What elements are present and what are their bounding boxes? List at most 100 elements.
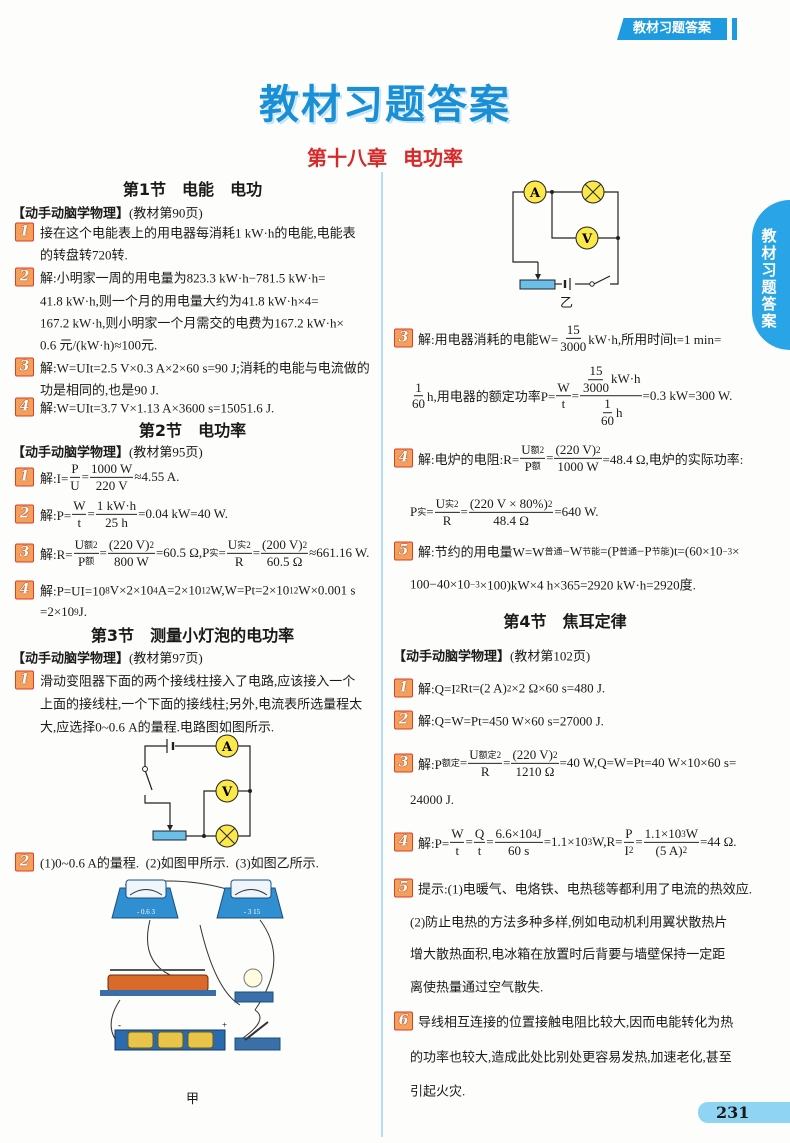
header-tab: 教材习题答案 [617, 18, 727, 40]
source-bracket: 【动手动脑学物理】 [12, 445, 130, 461]
text-run: h,用电器的额定功率P= [427, 389, 556, 405]
section-title-1: 第1节电能电功 [10, 176, 375, 200]
apparatus-illustration: - 0.6 3 - 3 15 - + [100, 879, 284, 1051]
section-title-3: 第3节测量小灯泡的电功率 [10, 622, 375, 646]
textbook-source: 【动手动脑学物理】(教材第90页) [12, 203, 203, 222]
denominator: 60 [411, 397, 426, 412]
source-bracket: 【动手动脑学物理】 [12, 206, 130, 222]
circuit-diagram: A V - 0.6 3 - 3 15 - + [100, 734, 284, 1051]
ammeter-scale: - 0.6 3 [137, 908, 156, 916]
text-run: 离使热量通过空气散失. [410, 979, 544, 995]
text-run: )t=(60×10 [669, 543, 723, 558]
numerator: (220 V)2 [554, 441, 602, 459]
text-run: W [557, 379, 570, 395]
text-run: U [74, 536, 85, 552]
answer-line: 滑动变阻器下面的两个接线柱接入了电路,应该接入一个 [40, 671, 355, 690]
text-run: (1)0~0.6 A的量程. (2)如图甲所示. (3)如图乙所示. [40, 855, 319, 871]
text-run: 提示:(1)电暖气、电烙铁、电热毯等都利用了电流的热效应. [418, 881, 753, 897]
fraction: 1 kW·h 25 h [95, 497, 138, 530]
text-run: kW·h [610, 371, 641, 387]
ammeter-label: A [221, 740, 233, 755]
voltmeter-label: V [581, 232, 593, 247]
side-tab [752, 200, 790, 350]
denominator: t [455, 843, 461, 858]
text-run: 60 [600, 413, 614, 429]
denominator: U [69, 478, 80, 493]
denominator: 48.4 Ω [492, 513, 530, 528]
denominator: 60.5 Ω [266, 554, 304, 569]
answer-line: 解:W=UIt=3.7 V×1.13 A×3600 s=15051.6 J. [40, 398, 274, 417]
denominator: 25 h [104, 515, 129, 530]
denominator: t [77, 515, 83, 530]
text-run: 解:用电器消耗的电能W= [418, 331, 559, 347]
text-run: t [561, 396, 566, 412]
answer-number-badge: 5 [394, 541, 413, 561]
answer-number-badge: 2 [15, 852, 34, 872]
lamp-icon [215, 824, 239, 848]
answer-line: 提示:(1)电暖气、电烙铁、电热毯等都利用了电流的热效应. [418, 879, 752, 898]
text-run: 的功率也较大,造成此处比别处更容易发热,加速老化,甚至 [410, 1049, 732, 1065]
denominator: 3000 [559, 339, 587, 354]
answer-number-badge: 5 [394, 878, 413, 898]
numerator: W [450, 825, 465, 843]
denominator: 220 V [95, 478, 129, 493]
text-run: W [451, 825, 464, 841]
text-run: 48.4 Ω [493, 512, 529, 528]
denominator: R [442, 513, 453, 528]
source-page: (教材第90页) [129, 205, 203, 221]
answer-line: 解:W=UIt=2.5 V×0.3 A×2×60 s=90 J;消耗的电能与电流… [40, 358, 370, 377]
answer-number-badge: 2 [394, 710, 413, 730]
text-run: 100−40×10 [410, 576, 471, 591]
text-run: =(P [600, 543, 620, 558]
answer-number-badge: 3 [394, 753, 413, 773]
text-run: 1 kW·h [96, 497, 137, 513]
chapter-name: 电功率 [403, 146, 463, 170]
text-run: = [459, 755, 468, 770]
voltmeter-label: V [221, 785, 233, 800]
text-run: W [685, 825, 699, 841]
text-run: −W [562, 543, 583, 558]
battery-minus: - [118, 1020, 121, 1030]
text-run: =60.5 Ω,P [155, 545, 210, 560]
numerator: W [72, 499, 87, 515]
answer-line: 167.2 kW·h,则小明家一个月需交的电费为167.2 kW·h× [40, 313, 344, 332]
text-run: 引起火灾. [410, 1083, 466, 1099]
source-page: (教材第102页) [510, 648, 591, 664]
text-run: W,R= [592, 834, 623, 849]
battery-plus: + [222, 1020, 227, 1030]
answer-line: 的功率也较大,造成此处比别处更容易发热,加速老化,甚至 [410, 1047, 732, 1066]
text-run: (220 V) [555, 441, 597, 457]
text-run: = [460, 504, 468, 519]
numerator: 1 [414, 381, 423, 397]
numerator: 1000 W [90, 462, 134, 478]
figure-caption-jia: 甲 [186, 1091, 200, 1106]
denominator: 3000 [582, 380, 610, 395]
denominator: 800 W [113, 554, 150, 569]
text-run: 220 V [95, 477, 128, 493]
answer-line: 大,应选择0~0.6 A的量程.电路图如图所示. [40, 717, 274, 736]
answer-number-badge: 6 [394, 1011, 413, 1031]
text-run: U [70, 477, 80, 493]
answer-number-badge: 3 [394, 328, 413, 348]
text-run: = [426, 504, 434, 519]
text-run: P [77, 553, 86, 569]
text-run: 0.6 元/(kW·h)≈100元. [40, 337, 158, 353]
text-run: =2×10 [40, 604, 75, 619]
text-run: = [81, 469, 90, 484]
circuit-diagram-yi: A V [512, 180, 620, 290]
text-run: 6.6×10 [495, 825, 533, 841]
